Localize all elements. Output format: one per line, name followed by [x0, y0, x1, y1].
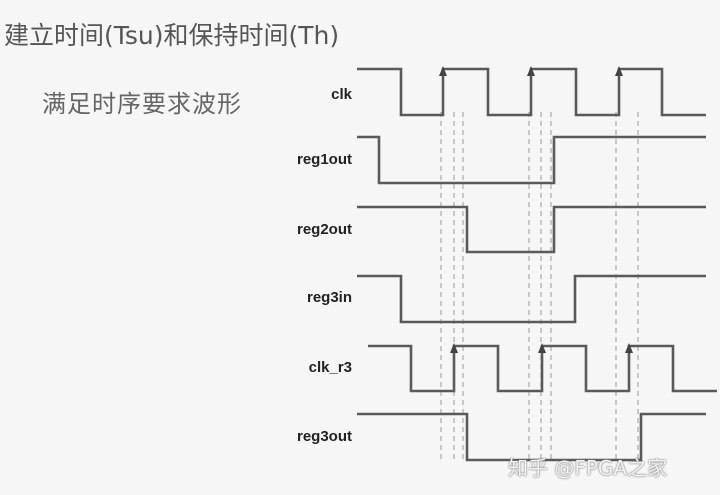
signal-label-reg2out: reg2out	[296, 221, 352, 238]
waveform-reg2out	[357, 205, 706, 254]
signal-label-reg3out: reg3out	[296, 428, 352, 445]
timing-guides	[440, 112, 639, 462]
rising-edge-arrow-icon	[538, 343, 546, 353]
signal-label-reg1out: reg1out	[296, 151, 352, 168]
waveform-reg3out	[357, 412, 706, 462]
diagram-subtitle: 满足时序要求波形	[42, 90, 242, 118]
signal-label-clk: clk	[331, 86, 352, 103]
rising-edge-arrow-icon	[439, 66, 447, 76]
signal-label-clk-r3: clk_r3	[308, 359, 352, 376]
rising-edge-arrow-icon	[615, 66, 623, 76]
waveform-reg1out	[357, 135, 706, 185]
signal-label-reg3in: reg3in	[306, 289, 352, 306]
rising-edge-arrow-icon	[625, 343, 633, 353]
rising-edge-arrow-icon	[527, 66, 535, 76]
waveform-reg3in	[357, 274, 706, 324]
rising-edge-arrow-icon	[450, 343, 458, 353]
waveform-clk	[357, 67, 706, 117]
waveform-clk-r3	[368, 344, 717, 393]
watermark: 知乎 @FPGA之家	[508, 456, 668, 480]
page-title: 建立时间(Tsu)和保持时间(Th)	[4, 21, 340, 50]
